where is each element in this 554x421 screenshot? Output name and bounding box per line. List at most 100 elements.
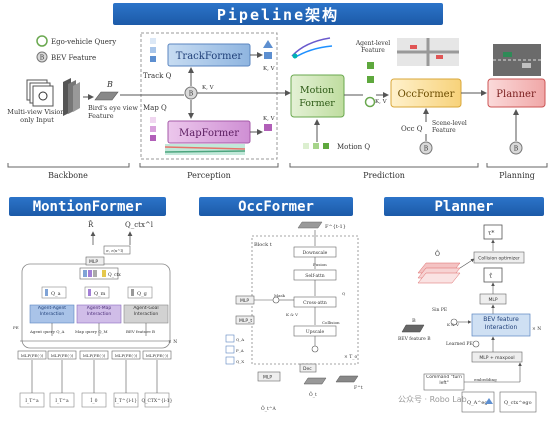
map-output-square [264,124,272,131]
input-label-wrap: Multi-view Vision-only Input [7,108,67,124]
mf-mlp-row: MLP(PE(·))MLP(PE(·))MLP(PE(·))MLP(PE(·))… [17,350,172,360]
scene-level-wrap: Scene-level Feature [432,120,467,134]
agent-ego-icon [364,96,376,108]
stage-brackets [7,163,548,168]
map-queries [150,117,156,141]
bev-feature-icon [36,51,48,63]
track-output-triangle-icon [263,40,273,48]
mapformer-label: MapFormer [179,128,239,139]
agent-feature-square-2 [367,76,374,83]
mf-mlp-pe-box [17,350,47,360]
mf-r-hat: R̂ [88,221,94,229]
mf-sigma: σ, ε(x^l) [106,248,124,253]
occ-q: Q [342,291,346,296]
mf-pe: PE [13,325,19,330]
track-q-label: Track Q [143,72,172,80]
pl-maxpool: MLP + maxpool [479,355,514,361]
motionformer-diagram: R̂ Q_ctx^l σ, ε(x^l) MLP Q_ctx Q_a Q_m Q… [13,221,177,408]
pl-occ-stack [417,262,461,284]
occ-mlp-1: MLP [240,298,249,304]
legend-bev-feature: BEV Feature [51,54,96,62]
pl-sin-pe: Sin PE [432,307,447,313]
mf-agent-agent-label: Agent-Agent Interaction [37,306,67,317]
occformer-title-banner: OccFormer [199,197,353,216]
mf-mlp-pe-label: MLP(PE(·)) [146,353,169,358]
perception-region [140,32,278,160]
legend: Ego-vehicle Query B BEV Feature [36,35,116,63]
occ-input-qa: Q_A [236,337,244,342]
mf-q-ctx-in: Q_ctx [108,272,121,278]
mf-mlp-pe-box [111,350,141,360]
occ-input-pa: P_A [236,348,244,353]
planner-box [487,78,546,108]
agent-level-wrap: Agent-level Feature [356,40,390,54]
hub-kv-label: K, V [202,85,215,91]
occ-ft: F^t [354,384,363,391]
occ-ot: Ô_t [309,390,317,398]
mf-map-query: Map query Q_M [75,329,108,334]
pl-o-hat: Ô [435,250,440,258]
mf-agent-map-label: Agent-Map Interaction [86,306,112,317]
mf-mlp: MLP [89,259,98,265]
pl-tau-hat: τ̂ [489,273,493,280]
pl-mlp: MLP [488,297,497,303]
bev-plane [94,91,119,101]
watermark: 公众号 · Robo Lab [398,395,467,404]
camera-icon [38,91,48,101]
motion-kv-label: K, V [375,99,388,105]
stage-perception: Perception [187,171,231,180]
occ-downscale: Downscale [303,250,328,256]
pl-bev-label: BEV feature B [398,336,431,342]
mf-mlp-pe-label: MLP(PE(·)) [83,353,106,358]
mf-mlp-pe-box [47,350,77,360]
track-queries [150,38,156,62]
stage-prediction: Prediction [363,171,405,180]
legend-ego-query: Ego-vehicle Query [51,38,116,46]
occ-cross-attn: Cross-attn [303,300,327,306]
mf-q-m: Q_m [94,291,106,297]
pl-learned-pe: Learned PE [446,341,473,347]
occ-mlp-t: MLP_t [239,318,252,324]
stage-backbone: Backbone [48,171,88,180]
occformer-diagram: Block t F^{t-1} Downscale Fusion Self-at… [225,221,363,412]
occupancy-visualization [397,38,459,66]
bev-feature-symbol: B [40,55,45,62]
occ-kv: K & V [286,312,298,317]
occ-block-label: Block t [254,242,272,248]
planner-diagram: τ* Collision optimizer Ô τ̂ MLP BEV feat… [398,224,541,413]
input-label: Multi-view Vision-only Input [7,108,67,124]
occ-collision: Collision [322,320,340,325]
occ-bev-symbol: B [424,146,429,153]
multiview-input [26,79,54,107]
motionformer-label-line1: Motion [300,85,334,96]
mf-q-g: Q_g [137,291,148,297]
occ-upscale: Upscale [306,329,325,335]
occ-q-label: Occ Q [401,125,423,133]
occ-o-hat: Ô_t^A [261,404,277,412]
mf-agent-query: Agent query Q_A [29,329,64,334]
perception-bev-symbol: B [189,91,194,98]
trackformer-label: TrackFormer [176,51,243,62]
occ-input-qx: Q_X [236,359,244,364]
pl-kv: K & V [447,322,459,327]
pl-xn: × N [532,326,541,332]
bev-label: Bird's eye view Feature [88,104,138,120]
bev-label-wrap: Bird's eye view Feature [88,104,138,120]
mf-q-a: Q_a [51,291,61,297]
mf-agent-goal-label: Agent-Goal Interaction [133,306,159,317]
mf-bev-feature: BEV feature B [126,329,155,334]
occ-self-attn: Self-attn [305,273,325,279]
mf-mlp-pe-label: MLP(PE(·)) [51,353,74,358]
backbone-stack [63,78,80,116]
occ-dec: Dec [303,366,312,372]
planner-bev-icon [509,141,523,155]
agent-feature-square-1 [367,62,374,69]
mf-input-label: Q_CTX^{l-1} [142,397,173,404]
motionformer-title-banner: MontionFormer [9,197,166,216]
planning-visualization [493,44,541,76]
occ-f-prev: F^{t-1} [325,223,346,230]
pl-bev-interaction-box [471,313,531,337]
occ-tn: × T_o [344,354,357,360]
